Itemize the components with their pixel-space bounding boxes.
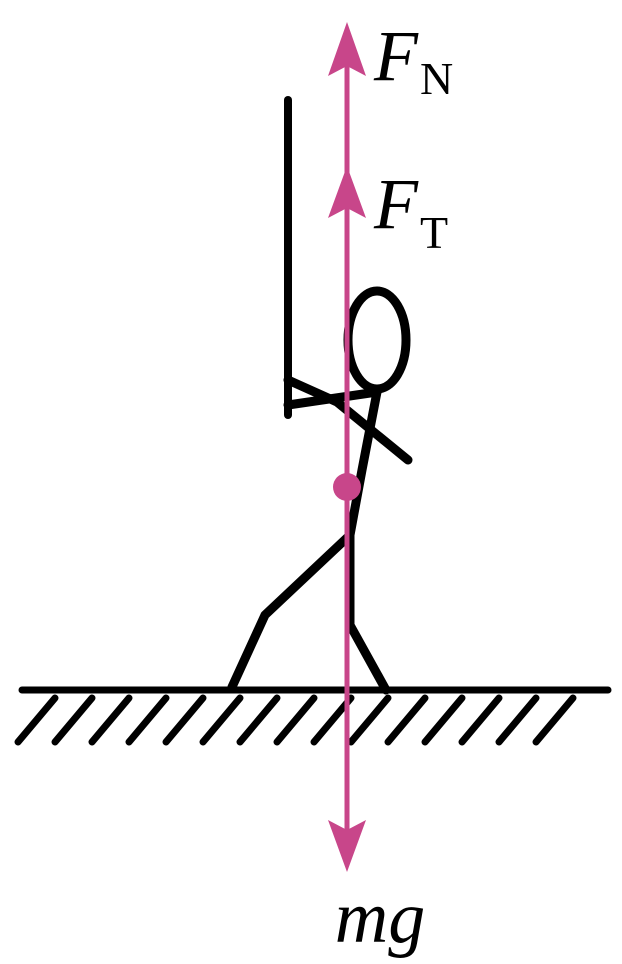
figure-leg-front — [345, 530, 391, 695]
weight-label: mg — [335, 877, 425, 959]
force-vectors — [328, 22, 366, 872]
tension-force-label: FT — [373, 164, 448, 258]
figure-head — [343, 286, 411, 394]
stick-figure — [227, 286, 413, 695]
figure-leg-back — [227, 530, 355, 692]
weight-arrowhead — [328, 820, 366, 872]
tension-force-arrowhead — [328, 166, 366, 218]
normal-force-arrowhead — [328, 22, 366, 76]
figure-arm-lower — [283, 387, 382, 410]
ground-hatching — [14, 694, 577, 746]
normal-force-label: FN — [373, 16, 453, 104]
ground — [14, 686, 612, 746]
figure-torso — [345, 387, 382, 540]
center-of-mass-dot — [333, 473, 361, 501]
